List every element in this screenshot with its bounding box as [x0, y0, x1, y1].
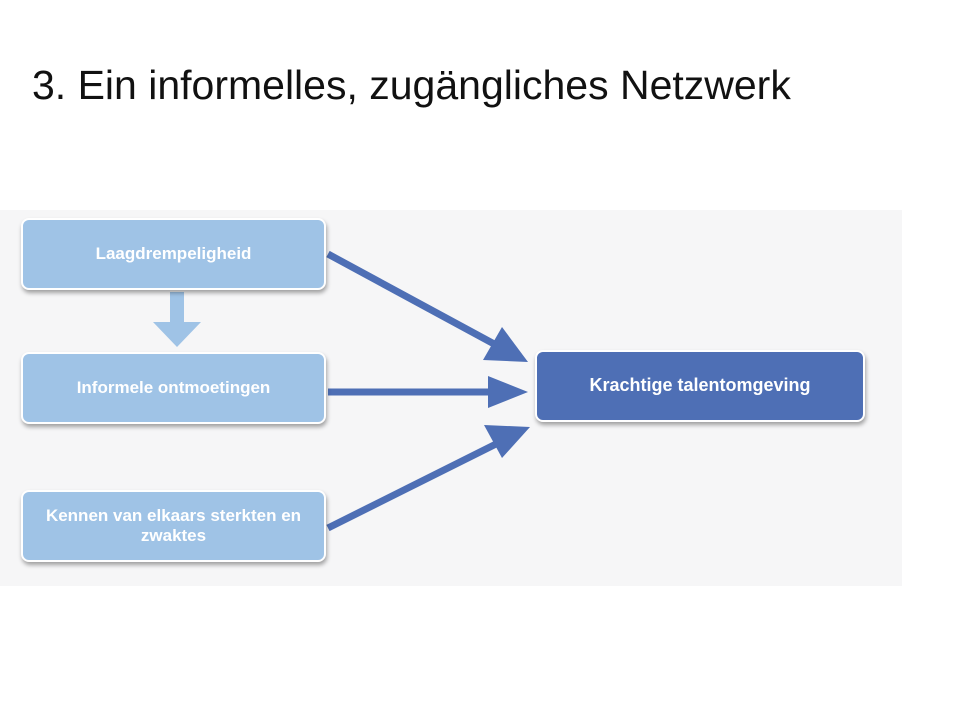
- arrow-laagdrempeligheid-to-krachtige-talentomgeving: [326, 250, 528, 362]
- node-kennen-van-elkaars: Kennen van elkaars sterkten en zwaktes: [21, 490, 326, 562]
- arrow-kennen-van-elkaars-to-krachtige-talentomgeving: [326, 425, 530, 532]
- node-laagdrempeligheid: Laagdrempeligheid: [21, 218, 326, 290]
- slide-title: 3. Ein informelles, zugängliches Netzwer…: [32, 62, 791, 108]
- node-informele-ontmoetingen: Informele ontmoetingen: [21, 352, 326, 424]
- node-krachtige-talentomgeving: Krachtige talentomgeving: [535, 350, 865, 422]
- arrow-laagdrempeligheid-to-informele-ontmoetingen: [153, 292, 201, 347]
- arrow-informele-ontmoetingen-to-krachtige-talentomgeving: [328, 376, 528, 408]
